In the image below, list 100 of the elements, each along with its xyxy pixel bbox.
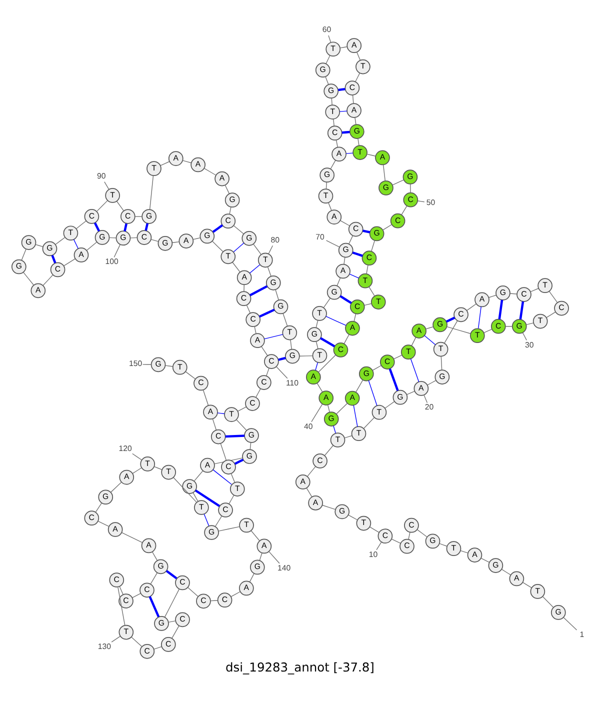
node-circle: G	[153, 558, 168, 574]
connector	[320, 336, 336, 347]
connector	[330, 159, 336, 169]
connector	[307, 466, 316, 476]
node-circle: G	[242, 448, 257, 464]
connector	[440, 356, 442, 370]
connector	[249, 264, 260, 273]
node-text: 150	[128, 358, 142, 368]
node-circle: G	[392, 389, 408, 404]
node-circle: A	[119, 469, 134, 484]
node-circle: C	[218, 502, 233, 517]
node-circle: C	[348, 221, 364, 236]
node-circle: T	[230, 481, 245, 496]
connector	[212, 418, 217, 430]
connector	[526, 322, 534, 325]
connector	[349, 273, 360, 278]
connector	[214, 457, 243, 464]
node-circle: C	[140, 643, 155, 658]
node-circle: A	[412, 323, 426, 338]
node-circle: C	[350, 299, 365, 314]
connector	[530, 288, 539, 292]
node-circle: G	[204, 524, 219, 540]
node-circle: A	[414, 380, 429, 396]
connector	[344, 334, 350, 344]
connector	[250, 442, 252, 450]
node-circle: G	[320, 167, 335, 182]
connector	[336, 139, 338, 147]
connector	[346, 152, 354, 154]
connector	[358, 138, 360, 146]
node-circle: G	[21, 234, 36, 250]
node-circle: G	[244, 428, 259, 442]
node-circle: C	[84, 510, 100, 526]
node-circle: T	[352, 144, 368, 160]
connector	[478, 306, 482, 328]
connector	[408, 531, 410, 540]
node-circle: G	[349, 124, 364, 138]
connector	[275, 288, 279, 300]
connector	[333, 118, 334, 126]
connector	[94, 222, 100, 232]
connector	[439, 542, 448, 546]
connector	[267, 266, 272, 276]
node-circle: G	[98, 489, 114, 504]
node-circle: C	[333, 342, 348, 357]
connector	[204, 513, 210, 526]
connector	[371, 240, 376, 252]
connector	[336, 402, 348, 414]
connector	[264, 334, 284, 339]
node-circle: C	[454, 306, 468, 322]
connector	[192, 236, 201, 240]
connector	[76, 220, 87, 228]
node-circle: A	[346, 102, 362, 118]
connector	[95, 502, 102, 512]
connector	[250, 530, 260, 541]
connector	[104, 180, 110, 190]
node-text: 50	[426, 197, 436, 206]
connector	[510, 292, 518, 294]
node-circle: T	[433, 341, 448, 356]
node-circle: C	[344, 80, 360, 95]
node-circle: G	[224, 192, 240, 208]
connector	[336, 277, 341, 286]
connector	[210, 600, 218, 601]
node-circle: T	[146, 160, 162, 176]
connector	[42, 274, 54, 286]
connector	[253, 243, 262, 254]
connector	[416, 528, 428, 537]
connector	[410, 358, 420, 382]
connector	[384, 400, 395, 408]
connector	[328, 202, 332, 210]
connector	[118, 586, 126, 625]
connector	[406, 390, 416, 394]
node-text: 80	[270, 235, 280, 244]
connector	[323, 297, 331, 308]
node-circle: T	[318, 188, 334, 203]
connector	[282, 312, 288, 326]
connector	[172, 240, 180, 242]
node-text: 1	[580, 629, 584, 638]
connector	[63, 258, 76, 266]
node-circle: G	[11, 258, 26, 274]
node-circle: C	[404, 517, 419, 532]
connector	[355, 72, 360, 82]
node-circle: T	[63, 225, 78, 240]
connector	[498, 299, 504, 319]
connector	[212, 240, 224, 252]
connector	[339, 110, 348, 112]
node-circle: C	[264, 354, 279, 368]
node-text: 60	[322, 24, 332, 34]
connector	[150, 238, 159, 242]
node-circle: A	[332, 146, 346, 162]
node-circle: G	[434, 369, 450, 384]
node-text: 140	[278, 562, 291, 572]
connector	[233, 242, 244, 252]
node-circle: G	[307, 326, 322, 342]
node-circle: C	[210, 428, 226, 444]
node-circle: T	[372, 404, 387, 420]
node-circle: T	[326, 41, 341, 56]
connector	[388, 368, 399, 390]
node-circle: C	[236, 290, 252, 306]
connector	[212, 468, 232, 484]
connector	[356, 51, 361, 60]
connector	[212, 224, 224, 232]
